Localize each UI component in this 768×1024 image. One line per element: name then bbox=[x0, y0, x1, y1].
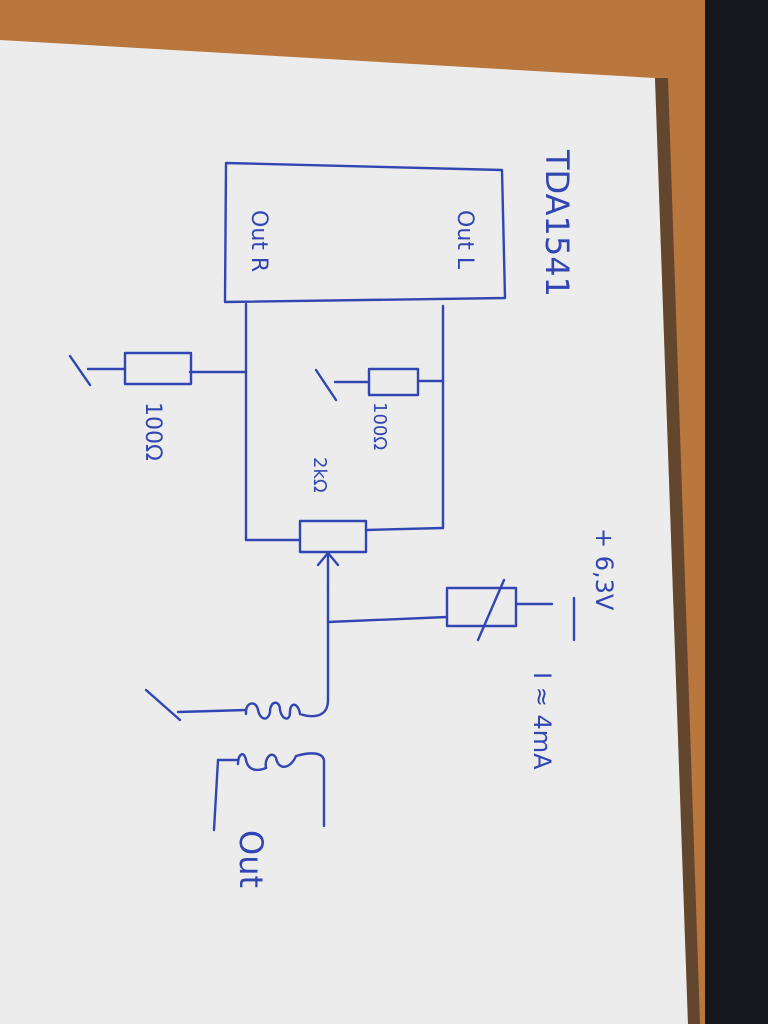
regulator-arrow bbox=[476, 578, 506, 642]
out-left-label: Out L bbox=[452, 210, 477, 270]
wire-pot-right bbox=[364, 526, 445, 532]
output-label: Out bbox=[232, 830, 270, 888]
ground-symbol-left bbox=[314, 368, 338, 402]
current-label: I ≈ 4mA bbox=[528, 672, 556, 770]
wire-to-regulator bbox=[326, 615, 449, 624]
supply-label: + 6,3V bbox=[590, 528, 618, 611]
pot-label: 2kΩ bbox=[309, 457, 330, 493]
secondary-return bbox=[212, 758, 220, 832]
dark-desk-edge bbox=[705, 0, 768, 1024]
schematic bbox=[68, 161, 576, 832]
paper-shadow bbox=[655, 78, 700, 1024]
out-right-label: Out R bbox=[246, 210, 271, 272]
current-regulator bbox=[445, 586, 518, 628]
paper-sheet bbox=[0, 40, 688, 1024]
potentiometer bbox=[298, 519, 368, 554]
chip-box bbox=[223, 161, 507, 304]
transformer-primary bbox=[244, 698, 330, 720]
transformer-secondary bbox=[236, 752, 326, 828]
ground-symbol-right bbox=[68, 354, 92, 387]
chip-label: TDA1541 bbox=[538, 149, 576, 297]
resistor-left-label: 100Ω bbox=[369, 402, 390, 450]
wire-primary-ground bbox=[176, 708, 248, 714]
resistor-right-label: 100Ω bbox=[140, 402, 165, 461]
ground-symbol-primary bbox=[144, 688, 182, 722]
pot-wiper bbox=[316, 551, 340, 592]
